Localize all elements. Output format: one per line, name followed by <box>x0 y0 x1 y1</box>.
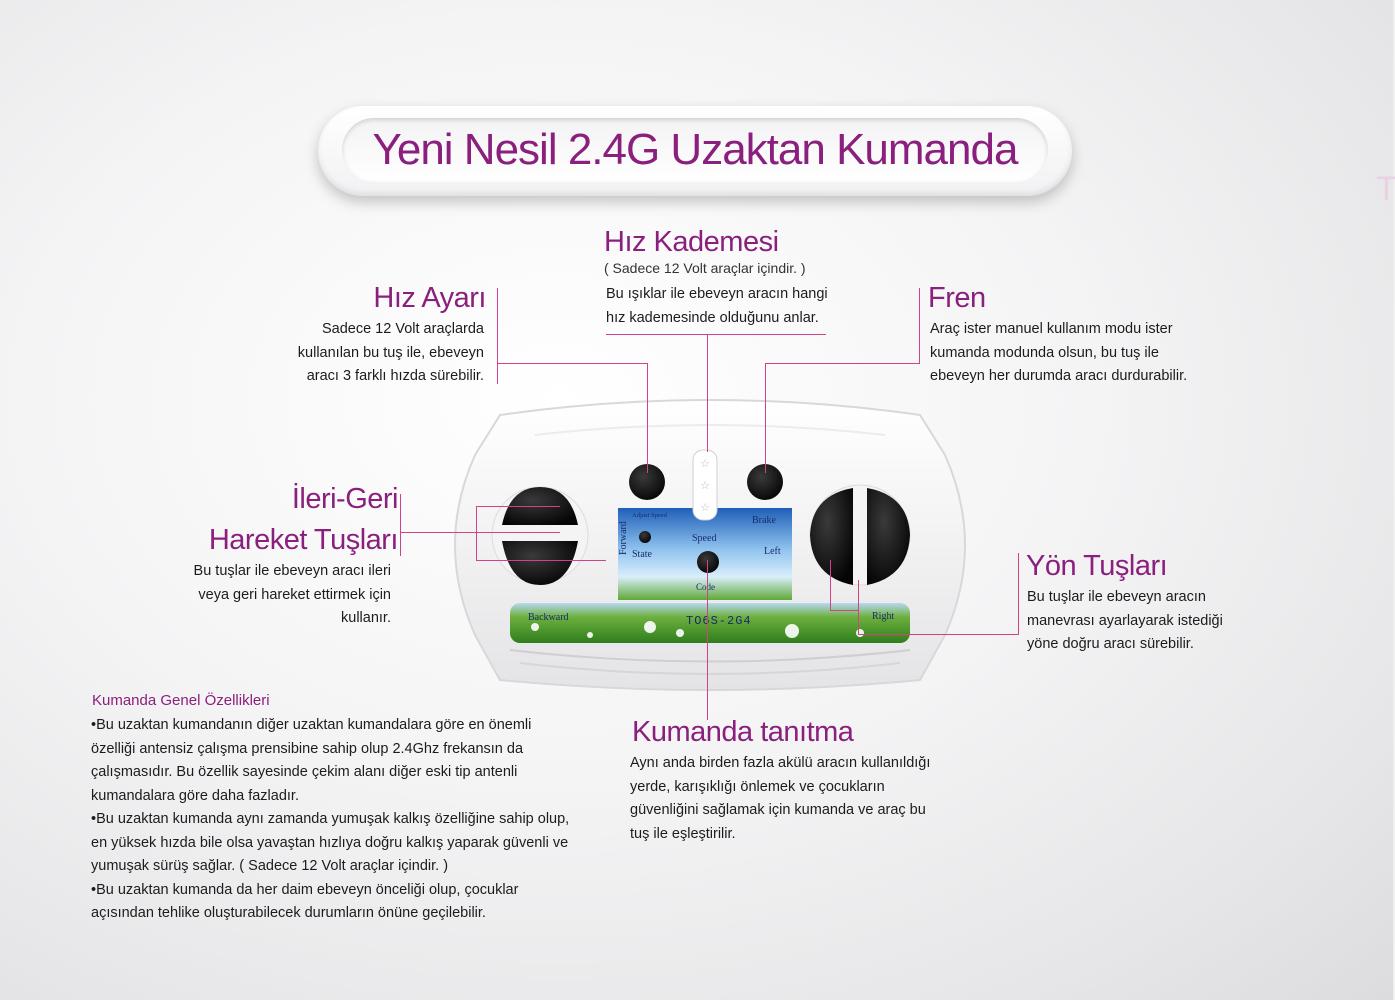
remote-label-forward: Forward <box>618 521 629 555</box>
connector <box>830 560 831 610</box>
connector <box>400 532 560 533</box>
right-button <box>867 488 910 585</box>
pairing-heading: Kumanda tanıtma <box>632 716 854 748</box>
speed-adjust-description: Sadece 12 Volt araçlarda kullanılan bu t… <box>297 321 484 384</box>
forward-backward-description: Bu tuşlar ile ebeveyn aracı ileri veya g… <box>193 563 391 626</box>
connector <box>858 634 1018 635</box>
direction-description: Bu tuşlar ile ebeveyn aracın manevrası a… <box>1027 589 1223 652</box>
code-button <box>697 551 719 573</box>
svg-text:☆: ☆ <box>700 479 710 492</box>
page-title: Yeni Nesil 2.4G Uzaktan Kumanda <box>372 125 1019 174</box>
list-item: en yüksek hızda bile olsa yavaştan hızlı… <box>91 834 569 851</box>
connector <box>765 363 766 473</box>
speed-level-description: Bu ışıklar ile ebeveyn aracın hangi hız … <box>606 286 828 326</box>
connector <box>476 506 477 561</box>
speed-level-heading: Hız Kademesi <box>604 226 779 258</box>
forward-backward-heading-1: İleri-Geri <box>291 483 399 515</box>
remote-label-brake: Brake <box>752 515 776 526</box>
svg-text:☆: ☆ <box>700 457 710 470</box>
brake-heading: Fren <box>928 282 986 314</box>
remote-label-code: Code <box>696 582 715 592</box>
connector <box>765 363 920 364</box>
direction-heading: Yön Tuşları <box>1026 550 1168 582</box>
speed-level-subtitle: ( Sadece 12 Volt araçlar içindir. ) <box>604 260 806 276</box>
connector <box>476 506 560 507</box>
remote-bottom-strip <box>510 603 910 643</box>
connector <box>858 580 859 635</box>
connector <box>647 363 648 473</box>
pairing-description: Aynı anda birden fazla akülü aracın kull… <box>630 755 931 842</box>
forward-backward-heading-2: Hareket Tuşları <box>208 524 399 556</box>
side-letter: T <box>1376 170 1395 208</box>
connector <box>497 288 498 384</box>
remote-illustration: ☆ ☆ ☆ Forward Adjust Speed State Speed B… <box>454 399 966 691</box>
remote-label-right: Right <box>872 611 894 622</box>
brake-description: Araç ister manuel kullanım modu ister ku… <box>930 321 1188 384</box>
connector <box>707 334 708 452</box>
speed-lights <box>692 449 718 521</box>
page-edge <box>1393 0 1395 1000</box>
general-features-heading: Kumanda Genel Özellikleri <box>92 692 270 709</box>
connector <box>1018 553 1019 635</box>
connector <box>830 610 858 611</box>
remote-label-speed: Speed <box>692 533 716 544</box>
title-pill-inner <box>342 118 1048 182</box>
connector <box>707 560 708 720</box>
speed-adjust-heading: Hız Ayarı <box>373 282 486 314</box>
remote-label-left: Left <box>764 546 781 557</box>
connector <box>919 288 920 364</box>
list-item: •Bu uzaktan kumanda da her daim ebeveyn … <box>91 881 519 898</box>
list-item: •Bu uzaktan kumanda aynı zamanda yumuşak… <box>91 811 570 827</box>
remote-label-adjust-speed: Adjust Speed <box>632 512 668 519</box>
list-item: açısından tehlike oluşturabilecek duruml… <box>91 905 486 921</box>
list-item: •Bu uzaktan kumandanın diğer uzaktan kum… <box>91 717 532 733</box>
left-button <box>810 488 853 585</box>
list-item: yumuşak sürüş sağlar. ( Sadece 12 Volt a… <box>91 858 449 874</box>
connector <box>497 363 647 364</box>
remote-label-backward: Backward <box>528 612 569 623</box>
remote-label-state: State <box>632 549 653 560</box>
list-item: çalışmasıdır. Bu özellik sayesinde çekim… <box>91 764 518 780</box>
connector <box>606 334 826 335</box>
remote-model-label: TO6S-2G4 <box>686 614 752 628</box>
svg-text:☆: ☆ <box>700 501 710 514</box>
brake-button <box>747 464 783 500</box>
speed-adjust-button <box>629 464 665 500</box>
connector <box>476 560 606 561</box>
list-item: kumandalara göre daha fazladır. <box>91 787 299 804</box>
state-led <box>639 531 651 543</box>
backward-button <box>502 541 578 585</box>
connector <box>400 494 401 556</box>
general-features-list: •Bu uzaktan kumandanın diğer uzaktan kum… <box>91 714 569 926</box>
list-item: özelliği antensiz çalışma prensibine sah… <box>91 740 524 757</box>
